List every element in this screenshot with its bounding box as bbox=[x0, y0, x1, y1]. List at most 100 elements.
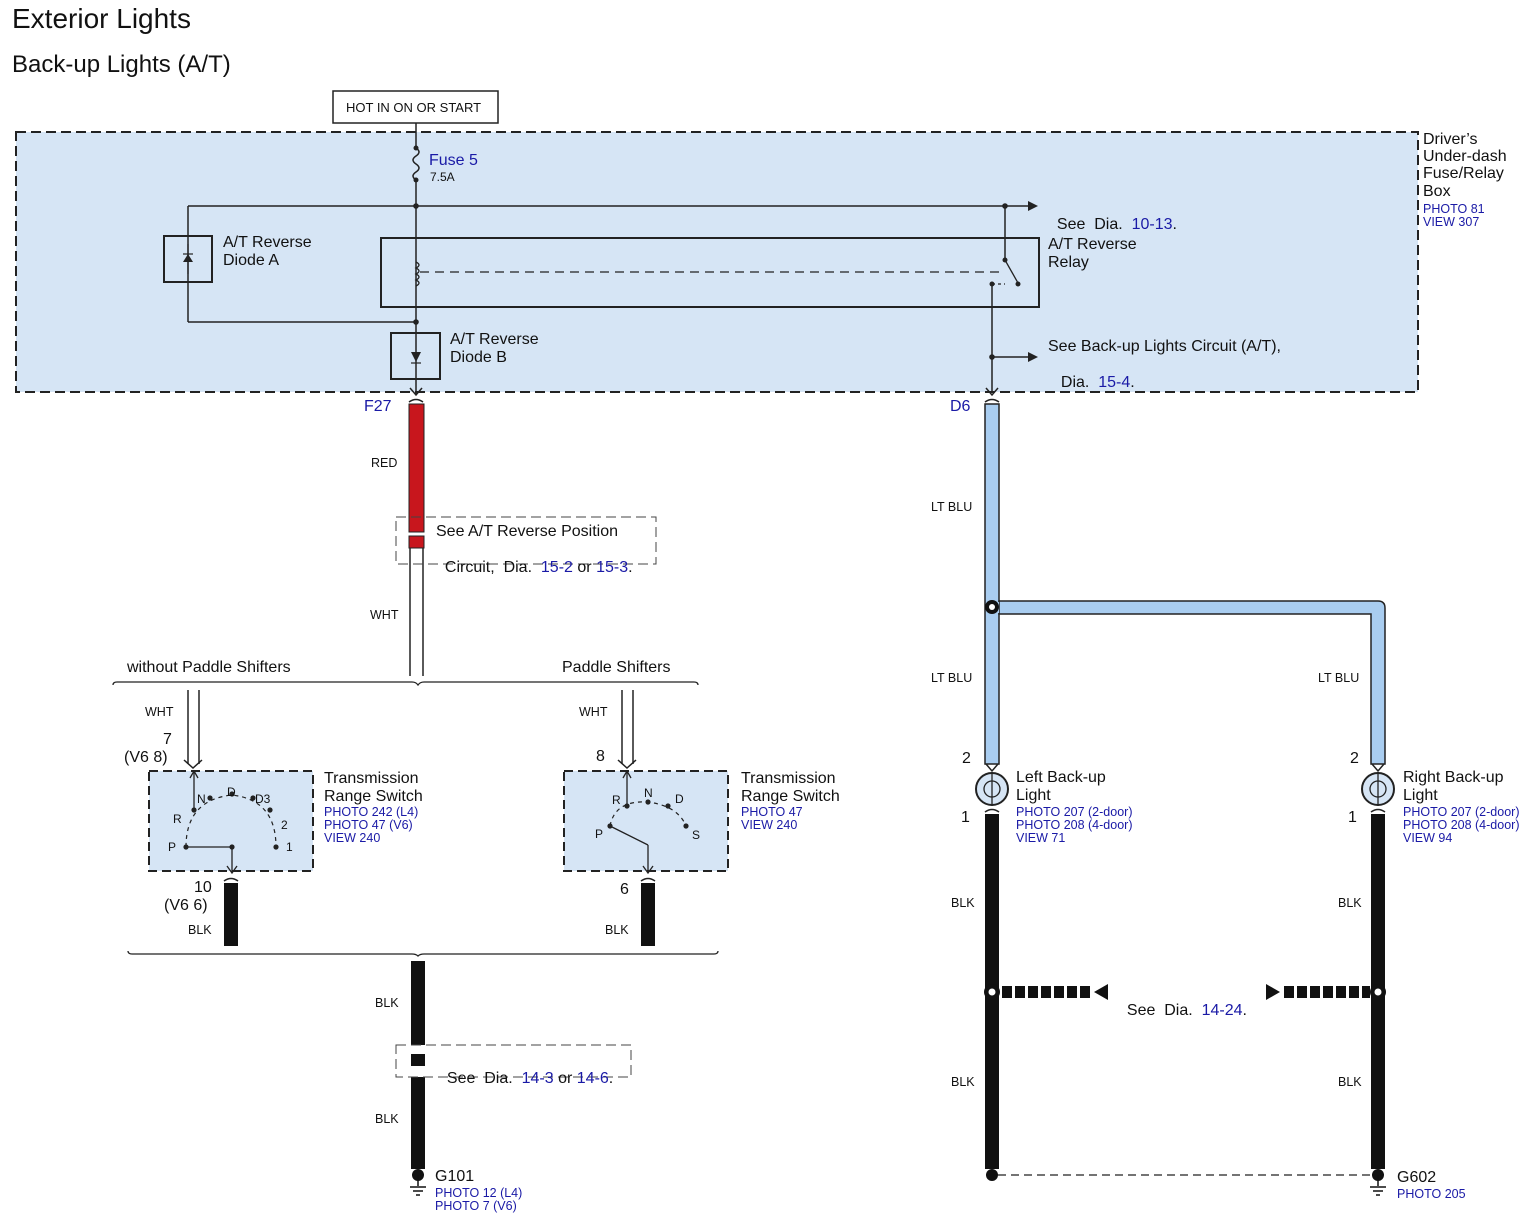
see-circuit-line1: See Back-up Lights Circuit (A/T), bbox=[1048, 338, 1281, 355]
ground-g602-photo: PHOTO 205 bbox=[1397, 1187, 1466, 1201]
wire-label-ltblu-3: LT BLU bbox=[1318, 671, 1360, 685]
switch-l4-photo-2: PHOTO 47 (V6) bbox=[324, 818, 413, 832]
terminal-d6: D6 bbox=[950, 398, 971, 415]
wire-label-wht-paddle: WHT bbox=[579, 705, 608, 719]
see-ground-left: See Dia. 14-3 or 14-6. bbox=[446, 1070, 614, 1087]
switch-paddle-view: VIEW 240 bbox=[741, 818, 798, 832]
right-bulb-icon bbox=[1361, 772, 1395, 806]
switch-l4-pin-top-alt: (V6 8) bbox=[124, 749, 168, 766]
left-light-name-2: Light bbox=[1016, 787, 1051, 804]
wire-label-blk-rl2: BLK bbox=[1338, 1075, 1362, 1089]
wire-label-blk-ll1: BLK bbox=[951, 896, 975, 910]
relay-label-1: A/T Reverse bbox=[1048, 236, 1137, 253]
page-subtitle: Back-up Lights (A/T) bbox=[12, 51, 231, 78]
wire-label-red: RED bbox=[371, 456, 398, 470]
fuse-box-name-1: Driver’s bbox=[1423, 131, 1478, 148]
arrow-right-icon bbox=[1028, 201, 1038, 211]
wire-label-blk-g2: BLK bbox=[375, 1112, 399, 1126]
wire-label-blk-l4: BLK bbox=[188, 923, 212, 937]
switch-l4-pin-top: 7 bbox=[163, 731, 172, 748]
right-light-name-1: Right Back-up bbox=[1403, 769, 1504, 786]
ground-g101-name: G101 bbox=[435, 1168, 475, 1185]
left-light-pin-top: 2 bbox=[962, 750, 971, 767]
switch-paddle-pos-d: D bbox=[675, 792, 684, 806]
wire-label-wht: WHT bbox=[370, 608, 399, 622]
left-light-name-1: Left Back-up bbox=[1016, 769, 1106, 786]
relay-symbol bbox=[380, 237, 1040, 308]
switch-l4-name-2: Range Switch bbox=[324, 788, 423, 805]
ground-g101-icon bbox=[410, 1175, 426, 1196]
switch-l4-pos-p: P bbox=[168, 840, 177, 854]
power-source-box bbox=[332, 90, 499, 124]
diode-b-label-1: A/T Reverse bbox=[450, 331, 539, 348]
fuse-relay-box bbox=[15, 131, 1419, 393]
switch-paddle-symbol bbox=[563, 769, 729, 875]
switch-paddle-photo: PHOTO 47 bbox=[741, 805, 803, 819]
left-light-photo-1: PHOTO 207 (2-door) bbox=[1016, 805, 1133, 819]
diode-b-symbol bbox=[390, 332, 441, 380]
see-reverse-line2: Circuit, Dia. 15-2 or 15-3. bbox=[444, 559, 633, 576]
left-bulb-icon bbox=[975, 772, 1009, 806]
switch-l4-symbol bbox=[148, 769, 314, 875]
wire-label-blk-ll2: BLK bbox=[951, 1075, 975, 1089]
right-light-photo-2: PHOTO 208 (4-door) bbox=[1403, 818, 1520, 832]
arrow-right-icon bbox=[1028, 352, 1038, 362]
ground-bracket bbox=[127, 950, 719, 957]
wire-label-ltblu-1: LT BLU bbox=[931, 500, 973, 514]
switch-l4-pos-r: R bbox=[173, 812, 182, 826]
ground-g602-icon bbox=[1370, 1175, 1386, 1196]
splice-dashes-right bbox=[1266, 984, 1370, 1000]
diode-a-label-2: Diode A bbox=[223, 252, 280, 269]
right-light-name-2: Light bbox=[1403, 787, 1438, 804]
see-ground-right: See Dia. 14-24. bbox=[1126, 1002, 1247, 1019]
variant-paddle: Paddle Shifters bbox=[562, 659, 671, 676]
diode-a-symbol bbox=[163, 235, 213, 283]
fuse-rating: 7.5A bbox=[430, 170, 455, 184]
ground-g101-photo-1: PHOTO 12 (L4) bbox=[435, 1186, 523, 1200]
relay-label-2: Relay bbox=[1048, 254, 1089, 271]
left-light-photo-2: PHOTO 208 (4-door) bbox=[1016, 818, 1133, 832]
right-light-pin-top: 2 bbox=[1350, 750, 1359, 767]
switch-l4-pos-1: 1 bbox=[286, 840, 293, 854]
wire-label-wht-l4: WHT bbox=[145, 705, 174, 719]
switch-paddle-pos-s: S bbox=[692, 828, 701, 842]
right-light-pin-bottom: 1 bbox=[1348, 809, 1357, 826]
fuse-box-view: VIEW 307 bbox=[1423, 215, 1480, 229]
wire-label-blk-rl1: BLK bbox=[1338, 896, 1362, 910]
ground-g101-photo-2: PHOTO 7 (V6) bbox=[435, 1199, 517, 1213]
fuse-name: Fuse 5 bbox=[429, 152, 478, 169]
switch-paddle-pos-p: P bbox=[595, 827, 604, 841]
see-reverse-line1: See A/T Reverse Position bbox=[436, 523, 619, 540]
see-ground-left-box bbox=[395, 1044, 632, 1078]
switch-l4-pos-d3: D3 bbox=[255, 792, 271, 806]
terminal-f27: F27 bbox=[364, 398, 392, 415]
wire-label-blk-paddle: BLK bbox=[605, 923, 629, 937]
see-top-ref: See Dia. 10-13. bbox=[1056, 216, 1177, 233]
switch-paddle-pin-top: 8 bbox=[596, 748, 605, 765]
ground-g602-name: G602 bbox=[1397, 1169, 1437, 1186]
left-light-pin-bottom: 1 bbox=[961, 809, 970, 826]
fuse-box-photo: PHOTO 81 bbox=[1423, 202, 1485, 216]
see-circuit-line2: Dia. 15-4. bbox=[1060, 374, 1135, 391]
wire-label-blk-g1: BLK bbox=[375, 996, 399, 1010]
diode-a-label-1: A/T Reverse bbox=[223, 234, 312, 251]
switch-l4-name-1: Transmission bbox=[324, 770, 419, 787]
right-light-photo-1: PHOTO 207 (2-door) bbox=[1403, 805, 1520, 819]
wht-wire bbox=[409, 548, 424, 676]
splice-dashes-left bbox=[1002, 984, 1108, 1000]
switch-paddle-pos-r: R bbox=[612, 793, 621, 807]
switch-l4-pos-n: N bbox=[197, 792, 206, 806]
page-title: Exterior Lights bbox=[12, 3, 191, 34]
switch-l4-pos-2: 2 bbox=[281, 818, 288, 832]
fuse-5-symbol bbox=[412, 123, 420, 206]
variant-bracket bbox=[112, 681, 699, 687]
right-light-view: VIEW 94 bbox=[1403, 831, 1453, 845]
power-source-label: HOT IN ON OR START bbox=[346, 100, 482, 115]
switch-l4-view: VIEW 240 bbox=[324, 831, 381, 845]
switch-paddle-name-1: Transmission bbox=[741, 770, 836, 787]
fuse-box-name-2: Under-dash bbox=[1423, 148, 1507, 165]
wire-label-ltblu-2: LT BLU bbox=[931, 671, 973, 685]
left-light-view: VIEW 71 bbox=[1016, 831, 1066, 845]
see-reverse-box bbox=[395, 516, 657, 565]
